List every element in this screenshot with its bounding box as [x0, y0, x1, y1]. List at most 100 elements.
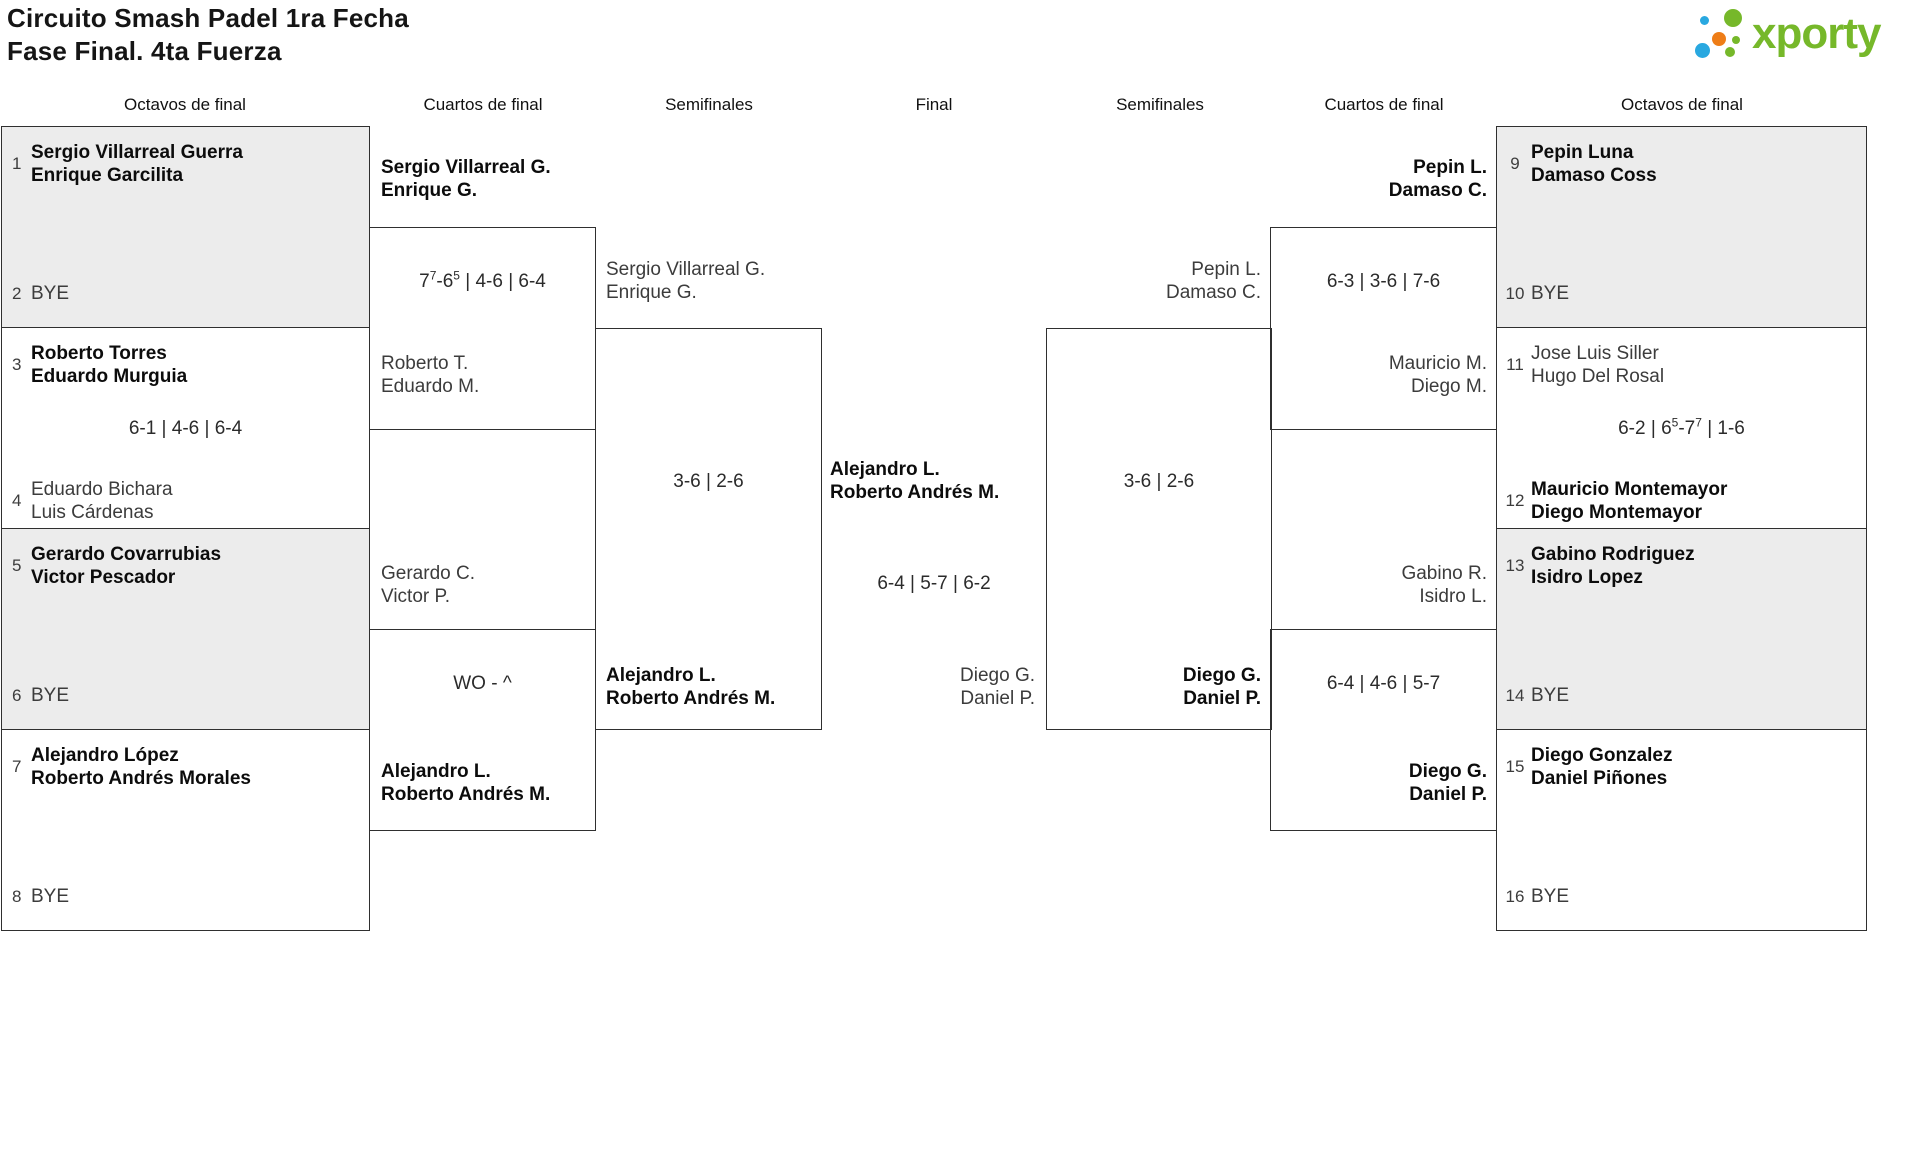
team-name-line: Damaso C.	[1388, 180, 1487, 201]
team-name-line: Enrique G.	[606, 282, 697, 303]
qf-match-box-right-bottom	[1270, 629, 1497, 831]
match-score: 6-2 | 65-77 | 1-6	[1618, 415, 1745, 439]
team-name-line: Pepin L.	[1413, 157, 1487, 178]
r16-box-seeds-13-14: 13 Gabino Rodriguez Isidro Lopez 14 BYE	[1496, 528, 1867, 730]
team-name-line: Gerardo Covarrubias	[31, 544, 222, 565]
qf-match-box-left-bottom	[369, 629, 596, 831]
round-header-final: Final	[915, 95, 953, 114]
team-name-line: Daniel P.	[1183, 688, 1261, 709]
final-team-winner: Alejandro L. Roberto Andrés M.	[830, 458, 999, 504]
round-header-cuartos-right: Cuartos de final	[1324, 95, 1444, 114]
team-name-line: Diego G.	[960, 665, 1035, 686]
match-score: 6-1 | 4-6 | 6-4	[128, 418, 243, 439]
team-name-line: Diego M.	[1410, 376, 1487, 397]
team-name-line: BYE	[1531, 685, 1570, 706]
team-name-line: Damaso C.	[1165, 282, 1261, 303]
team-name-line: BYE	[31, 283, 70, 304]
team-name-line: BYE	[1531, 283, 1570, 304]
team-name-line: Diego Montemayor	[1531, 502, 1703, 523]
sf-left-team-winner: Alejandro L. Roberto Andrés M.	[606, 664, 775, 710]
bracket-entry: 9 Pepin Luna Damaso Coss	[1497, 141, 1866, 187]
r16-box-seeds-15-16: 15 Diego Gonzalez Daniel Piñones 16 BYE	[1496, 729, 1867, 931]
seed-number: 8	[12, 886, 22, 906]
team-name-line: Diego Gonzalez	[1531, 745, 1673, 766]
team-name-line: Alejandro L.	[830, 459, 940, 480]
seed-number: 10	[1505, 283, 1525, 303]
sf-match-box-right	[1046, 328, 1272, 730]
team-name-line: Mauricio M.	[1388, 353, 1487, 374]
team-name-line: Victor P.	[381, 586, 451, 607]
team-name-line: Eduardo Murguia	[31, 366, 188, 387]
bracket-entry: 3 Roberto Torres Eduardo Murguia	[2, 342, 369, 388]
team-name-line: Enrique Garcilita	[31, 165, 184, 186]
team-name-line: Daniel P.	[960, 688, 1035, 709]
qf-right-bottom-team-top: Gabino R. Isidro L.	[1270, 562, 1487, 608]
team-name-line: Roberto Andrés Morales	[31, 768, 251, 789]
qf-left-top-team-loser: Roberto T. Eduardo M.	[381, 352, 479, 398]
qf-match-box-right-top	[1270, 227, 1497, 430]
bracket-entry: 1 Sergio Villarreal Guerra Enrique Garci…	[2, 141, 369, 187]
qf-left-bottom-team-top: Gerardo C. Victor P.	[381, 562, 475, 608]
team-name-line: Pepin L.	[1191, 259, 1261, 280]
team-name-line: Eduardo Bichara	[31, 479, 173, 500]
qf-right-top-team-winner: Pepin L. Damaso C.	[1270, 156, 1487, 202]
team-name-line: Pepin Luna	[1531, 142, 1634, 163]
r16-box-seeds-11-12: 11 Jose Luis Siller Hugo Del Rosal 12 Ma…	[1496, 327, 1867, 529]
team-names: BYE	[1531, 282, 1569, 305]
sf-right-team-winner: Diego G. Daniel P.	[1046, 664, 1261, 710]
team-name-line: BYE	[31, 886, 70, 907]
team-name-line: Jose Luis Siller	[1531, 343, 1659, 364]
team-name-line: Roberto Torres	[31, 343, 167, 364]
page-title: Circuito Smash Padel 1ra Fecha Fase Fina…	[7, 2, 409, 68]
team-name-line: Roberto Andrés M.	[381, 784, 551, 805]
team-name-line: Gabino Rodriguez	[1531, 544, 1695, 565]
bracket-entry: 2 BYE	[2, 282, 369, 305]
xporty-logo: xporty	[1688, 0, 1920, 70]
round-header-octavos-right: Octavos de final	[1621, 95, 1743, 114]
bracket-entry: 14 BYE	[1497, 684, 1866, 707]
team-name-line: Alejandro L.	[381, 761, 491, 782]
team-names: Eduardo Bichara Luis Cárdenas	[31, 478, 173, 524]
team-name-line: Alejandro López	[31, 745, 179, 766]
seed-number: 7	[12, 757, 22, 776]
team-name-line: Diego G.	[1408, 761, 1487, 782]
final-score: 6-4 | 5-7 | 6-2	[877, 573, 991, 594]
r16-box-seeds-1-2: 1 Sergio Villarreal Guerra Enrique Garci…	[1, 126, 370, 328]
bracket-entry: 4 Eduardo Bichara Luis Cárdenas	[2, 478, 369, 524]
team-names: Gerardo Covarrubias Victor Pescador	[31, 543, 221, 589]
match-score: WO - ^	[453, 673, 512, 694]
seed-number: 5	[12, 556, 22, 575]
seed-number: 13	[1505, 556, 1525, 575]
qf-left-top-team-winner: Sergio Villarreal G. Enrique G.	[381, 156, 551, 202]
team-name-line: Daniel P.	[1409, 784, 1487, 805]
team-name-line: Luis Cárdenas	[31, 502, 154, 523]
team-name-line: Gabino R.	[1401, 563, 1487, 584]
team-names: Roberto Torres Eduardo Murguia	[31, 342, 187, 388]
r16-box-seeds-7-8: 7 Alejandro López Roberto Andrés Morales…	[1, 729, 370, 931]
logo-dot-green-bottom	[1725, 47, 1735, 57]
seed-number: 3	[12, 355, 22, 374]
team-name-line: Eduardo M.	[381, 376, 480, 397]
bracket-entry: 13 Gabino Rodriguez Isidro Lopez	[1497, 543, 1866, 589]
team-name-line: Daniel Piñones	[1531, 768, 1668, 789]
team-name-line: Enrique G.	[381, 180, 478, 201]
logo-dot-green-small	[1732, 36, 1740, 44]
seed-number: 11	[1506, 355, 1524, 374]
team-name-line: Roberto Andrés M.	[606, 688, 776, 709]
team-names: BYE	[31, 282, 69, 305]
team-name-line: Isidro Lopez	[1531, 567, 1643, 588]
logo-dot-green-large	[1724, 9, 1742, 27]
team-names: BYE	[1531, 684, 1569, 707]
team-name-line: Isidro L.	[1419, 586, 1487, 607]
match-score: 3-6 | 2-6	[673, 471, 744, 492]
round-header-semifinales-left: Semifinales	[665, 95, 753, 114]
round-header-octavos-left: Octavos de final	[124, 95, 246, 114]
match-score: 6-3 | 3-6 | 7-6	[1326, 271, 1441, 292]
bracket-entry: 8 BYE	[2, 885, 369, 908]
round-header-cuartos-left: Cuartos de final	[423, 95, 543, 114]
seed-number: 2	[12, 283, 22, 303]
team-name-line: Gerardo C.	[381, 563, 475, 584]
bracket-entry: 5 Gerardo Covarrubias Victor Pescador	[2, 543, 369, 589]
team-name-line: BYE	[31, 685, 70, 706]
